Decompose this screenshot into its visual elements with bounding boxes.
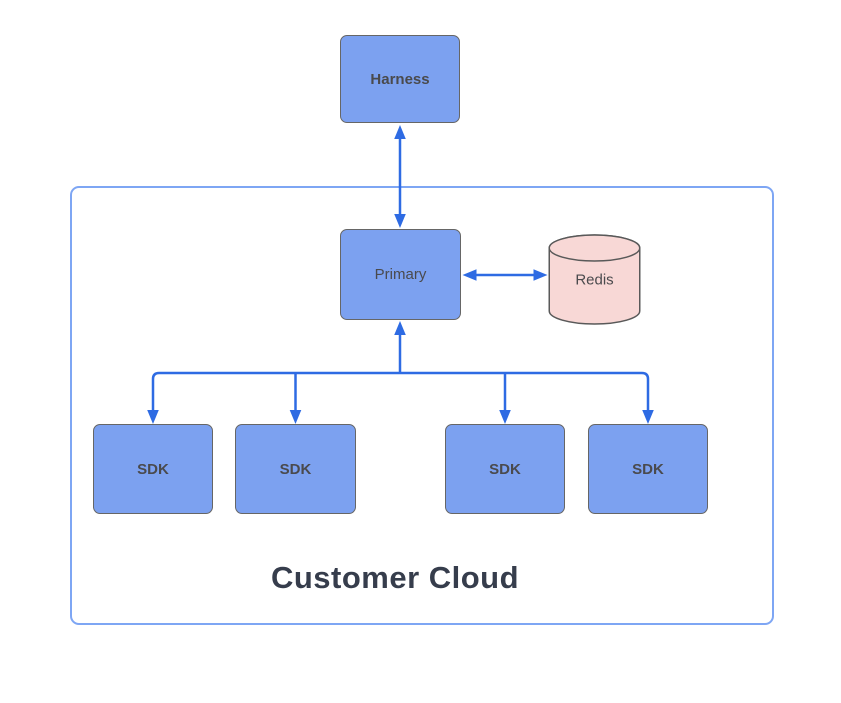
node-harness: Harness [340, 35, 460, 123]
customer-cloud-container [70, 186, 774, 625]
node-harness-label: Harness [370, 70, 430, 88]
customer-cloud-title: Customer Cloud [270, 560, 520, 595]
node-primary: Primary [340, 229, 461, 320]
node-sdk-3-label: SDK [489, 460, 521, 478]
node-redis-label: Redis [575, 271, 614, 289]
node-sdk-1: SDK [93, 424, 213, 514]
node-sdk-2-label: SDK [279, 460, 312, 478]
node-sdk-4: SDK [588, 424, 708, 514]
node-sdk-2: SDK [235, 424, 356, 514]
node-sdk-3: SDK [445, 424, 565, 514]
node-primary-label: Primary [374, 266, 427, 283]
node-sdk-1-label: SDK [137, 460, 169, 478]
node-redis: Redis [548, 234, 641, 325]
database-cylinder-icon [548, 234, 641, 325]
node-sdk-4-label: SDK [632, 460, 664, 478]
